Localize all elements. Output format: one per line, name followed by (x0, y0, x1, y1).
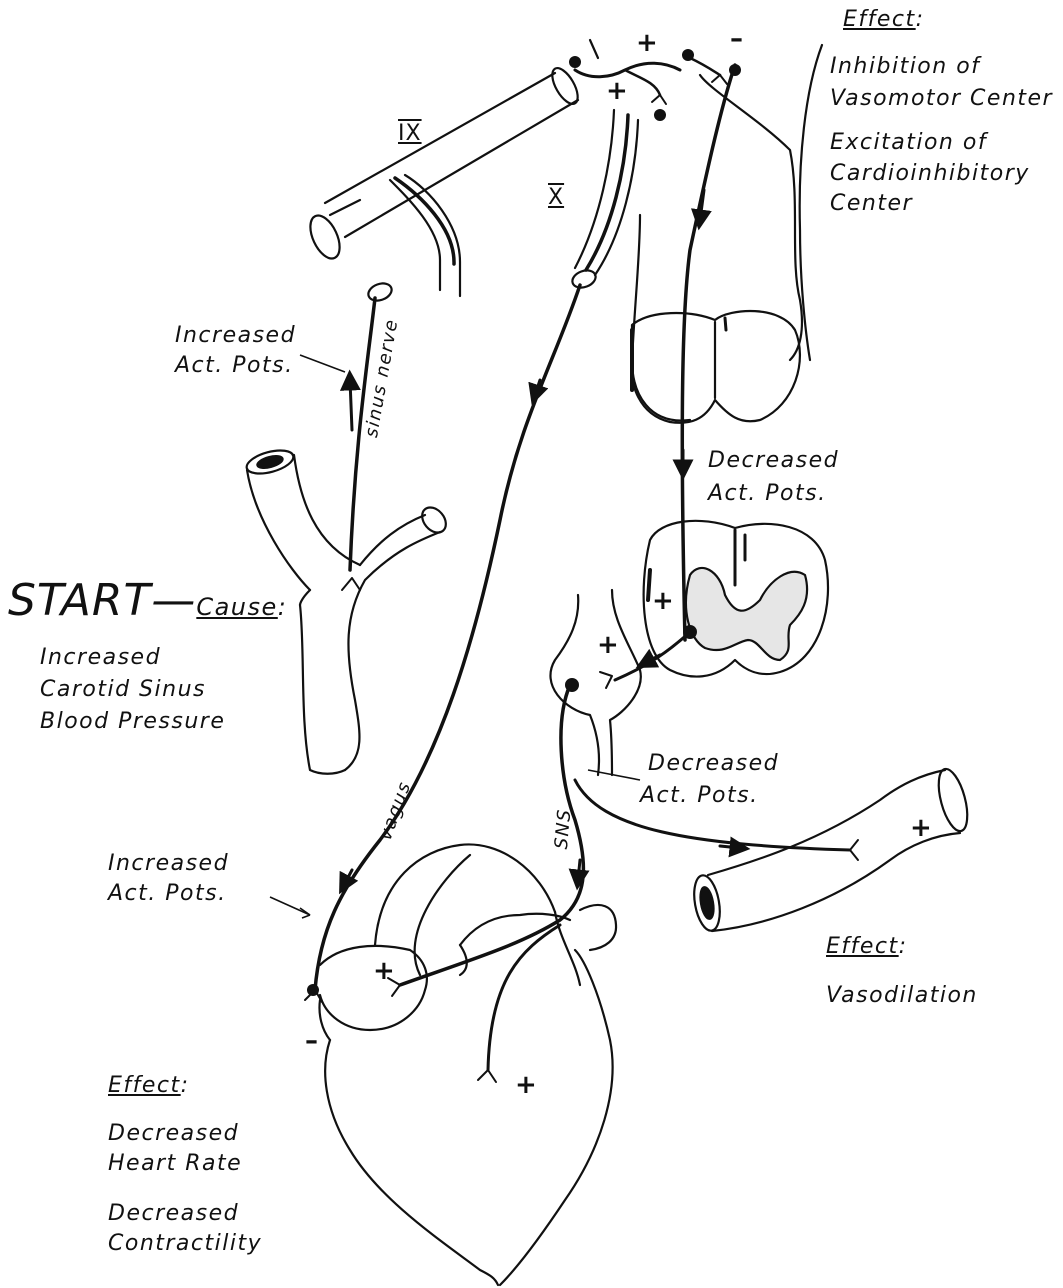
start-line: Carotid Sinus (40, 677, 206, 702)
vagus-nerve-sheath (571, 108, 640, 289)
top-effect-line: Cardioinhibitory (830, 161, 1030, 186)
sns-ap-line: Act. Pots. (640, 783, 759, 808)
carotid-artery (245, 449, 447, 775)
start-line: Increased (40, 645, 162, 670)
top-effect-line: Center (830, 191, 914, 216)
spinal-ap-line: Decreased (708, 448, 840, 473)
top-effect-line: Vasomotor Center (830, 86, 1054, 111)
heart-effect-line: Heart Rate (108, 1151, 243, 1176)
plus-sign: + (606, 76, 628, 106)
plus-sign: + (515, 1070, 537, 1100)
sns-label: SNS (550, 807, 576, 851)
plus-sign: + (373, 956, 395, 986)
minus-sign: – (730, 24, 743, 54)
glossopharyngeal-nerve-sheath (309, 67, 580, 302)
peripheral-blood-vessel (693, 767, 969, 933)
vagus-ap-line: Act. Pots. (108, 881, 227, 906)
minus-sign: – (305, 1026, 318, 1056)
sinus-ap-line: Increased (175, 323, 297, 348)
top-effect-heading: Effect: (843, 7, 925, 32)
heart-effect-line: Decreased (108, 1201, 240, 1226)
nerve-x-label: X (548, 185, 565, 210)
heart-effect-line: Contractility (108, 1231, 263, 1256)
vessel-effect-line: Vasodilation (826, 983, 978, 1008)
plus-sign: + (910, 813, 932, 843)
plus-sign: + (652, 586, 674, 616)
vagus-ap-line: Increased (108, 851, 230, 876)
vessel-effect-heading: Effect: (826, 934, 908, 959)
heart-effect-heading: Effect: (108, 1073, 190, 1098)
heart-effect-line: Decreased (108, 1121, 240, 1146)
start-heading: START—Cause: (8, 575, 288, 626)
start-line: Blood Pressure (40, 709, 226, 734)
top-effect-line: Excitation of (830, 130, 988, 155)
neuron-cell-bodies (307, 49, 741, 996)
sns-ap-line: Decreased (648, 751, 780, 776)
sympathetic-ganglion (549, 588, 642, 777)
plus-sign: + (636, 28, 658, 58)
sinus-ap-line: Act. Pots. (175, 353, 294, 378)
plus-sign: + (597, 630, 619, 660)
nerve-ix-label: IX (398, 121, 422, 146)
heart-outline (318, 843, 618, 1287)
descending-vasomotor-path (680, 63, 737, 642)
medulla-cross-section (630, 310, 802, 424)
sinus-nerve-path (348, 296, 377, 572)
top-effect-line: Inhibition of (830, 54, 981, 79)
central-synapses (573, 56, 728, 105)
spinal-cord-cross-section (642, 519, 830, 678)
spinal-ap-line: Act. Pots. (708, 481, 827, 506)
